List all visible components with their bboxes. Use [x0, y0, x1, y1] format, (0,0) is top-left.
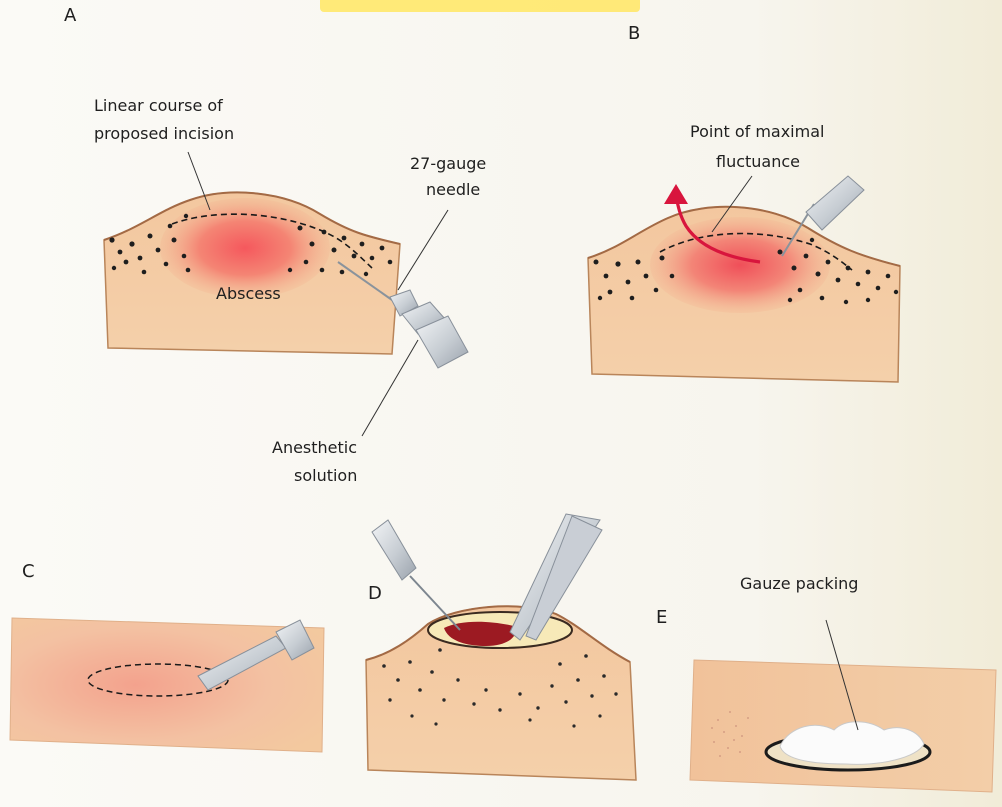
panel-e-letter: E	[656, 606, 667, 630]
panel-e-gauze-packing	[780, 722, 924, 765]
panel-c-letter: C	[22, 560, 35, 584]
panel-d-left-instrument	[372, 520, 460, 630]
incision-label-line2: proposed incision	[94, 122, 234, 146]
incision-label-line1: Linear course of	[94, 94, 223, 118]
anesthetic-label-line2: solution	[294, 464, 357, 488]
panel-a-letter: A	[64, 4, 76, 28]
fluctuance-label-line2: fluctuance	[716, 150, 800, 174]
anesthetic-label-line1: Anesthetic	[272, 436, 357, 460]
needle-label-line2: needle	[426, 178, 480, 202]
needle-label-line1: 27-gauge	[410, 152, 486, 176]
panel-b-letter: B	[628, 22, 640, 46]
panel-b-abscess	[650, 217, 830, 313]
abscess-label: Abscess	[216, 282, 281, 306]
panel-a-needle-leader	[398, 210, 448, 290]
panel-d-letter: D	[368, 582, 382, 606]
gauze-label: Gauze packing	[740, 572, 858, 596]
arrowhead-icon	[664, 184, 688, 204]
fluctuance-label-line1: Point of maximal	[690, 120, 824, 144]
